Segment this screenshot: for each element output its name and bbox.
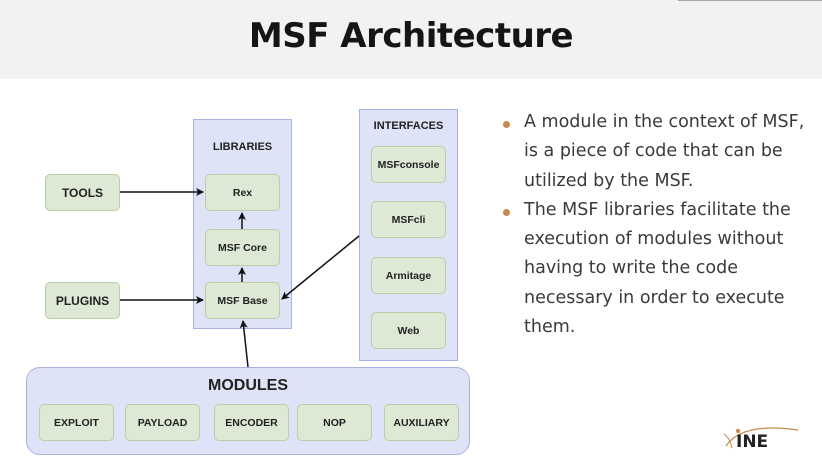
- plugins-node: PLUGINS: [45, 282, 120, 319]
- auxiliary-node: AUXILIARY: [384, 404, 459, 441]
- bullet-dot-icon: [503, 121, 510, 128]
- msf-base-node: MSF Base: [205, 282, 280, 319]
- encoder-node: ENCODER: [214, 404, 289, 441]
- web-node: Web: [371, 312, 446, 349]
- bullet-line: necessary in order to execute: [524, 287, 785, 308]
- bullet-item: A module in the context of MSF, is a pie…: [496, 108, 822, 196]
- bullet-line: is a piece of code that can be: [524, 141, 783, 162]
- bullet-line: The MSF libraries facilitate the: [524, 199, 791, 220]
- slide-header: MSF Architecture: [0, 0, 822, 79]
- armitage-node: Armitage: [371, 257, 446, 294]
- ine-logo: INE: [723, 427, 799, 452]
- bullet-line: execution of modules without: [524, 229, 784, 250]
- interfaces-label: INTERFACES: [373, 120, 444, 132]
- nop-node: NOP: [297, 404, 372, 441]
- libraries-label: LIBRARIES: [212, 141, 273, 153]
- bullet-dot-icon: [503, 208, 510, 216]
- logo-text: INE: [736, 432, 768, 452]
- bullet-line: them.: [524, 317, 576, 338]
- bullet-list: A module in the context of MSF, is a pie…: [496, 108, 822, 342]
- msfconsole-node: MSFconsole: [371, 146, 446, 183]
- bullet-item: The MSF libraries facilitate the executi…: [496, 196, 822, 342]
- edge-modules-msfbase: [239, 320, 249, 368]
- msf-core-node: MSF Core: [205, 229, 280, 266]
- bullet-line: having to write the code: [524, 258, 738, 279]
- bullet-line: utilized by the MSF.: [524, 170, 694, 191]
- exploit-node: EXPLOIT: [39, 404, 114, 441]
- tools-node: TOOLS: [45, 174, 120, 211]
- rex-node: Rex: [205, 174, 280, 211]
- edge-interfaces-msfbase: [281, 235, 360, 300]
- msfcli-node: MSFcli: [371, 201, 446, 238]
- payload-node: PAYLOAD: [125, 404, 200, 441]
- bullet-line: A module in the context of MSF,: [524, 112, 805, 132]
- modules-label: MODULES: [208, 377, 288, 394]
- slide-title: MSF Architecture: [248, 16, 574, 56]
- header-divider: [678, 0, 822, 1]
